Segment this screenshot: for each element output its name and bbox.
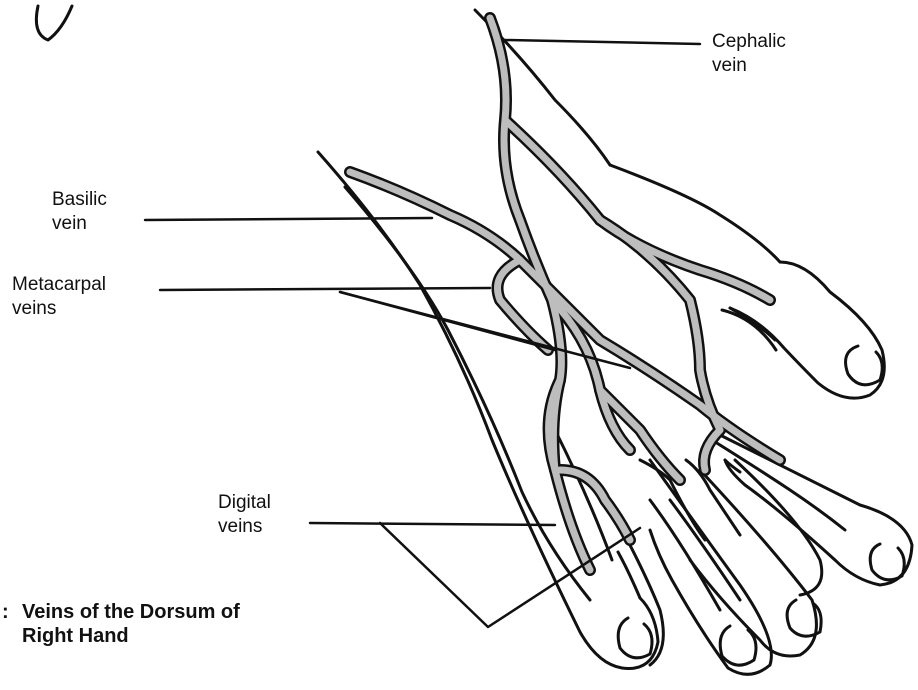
leader-digital (310, 523, 555, 525)
caption-line1: Veins of the Dorsum of (22, 600, 240, 624)
leader-metacarpal (160, 288, 490, 290)
label-basilic-vein: Basilic vein (52, 188, 107, 236)
label-digital-veins: Digital veins (218, 491, 271, 539)
label-cephalic-line1: Cephalic (712, 30, 786, 54)
figure-caption-prefix: : (2, 600, 9, 624)
label-basilic-line1: Basilic (52, 188, 107, 212)
figure-caption: Veins of the Dorsum of Right Hand (22, 600, 240, 648)
label-metacarpal-line1: Metacarpal (12, 273, 106, 297)
label-metacarpal-line2: veins (12, 297, 106, 321)
leader-cephalic (505, 40, 700, 44)
label-digital-line2: veins (218, 515, 271, 539)
label-metacarpal-veins: Metacarpal veins (12, 273, 106, 321)
label-cephalic-line2: vein (712, 54, 786, 78)
label-basilic-line2: vein (52, 212, 107, 236)
leader-basilic (145, 218, 432, 220)
caption-line2: Right Hand (22, 624, 240, 648)
handwritten-mark (36, 6, 72, 40)
label-digital-line1: Digital (218, 491, 271, 515)
label-cephalic-vein: Cephalic vein (712, 30, 786, 78)
leader-digital-bracket (380, 523, 640, 627)
